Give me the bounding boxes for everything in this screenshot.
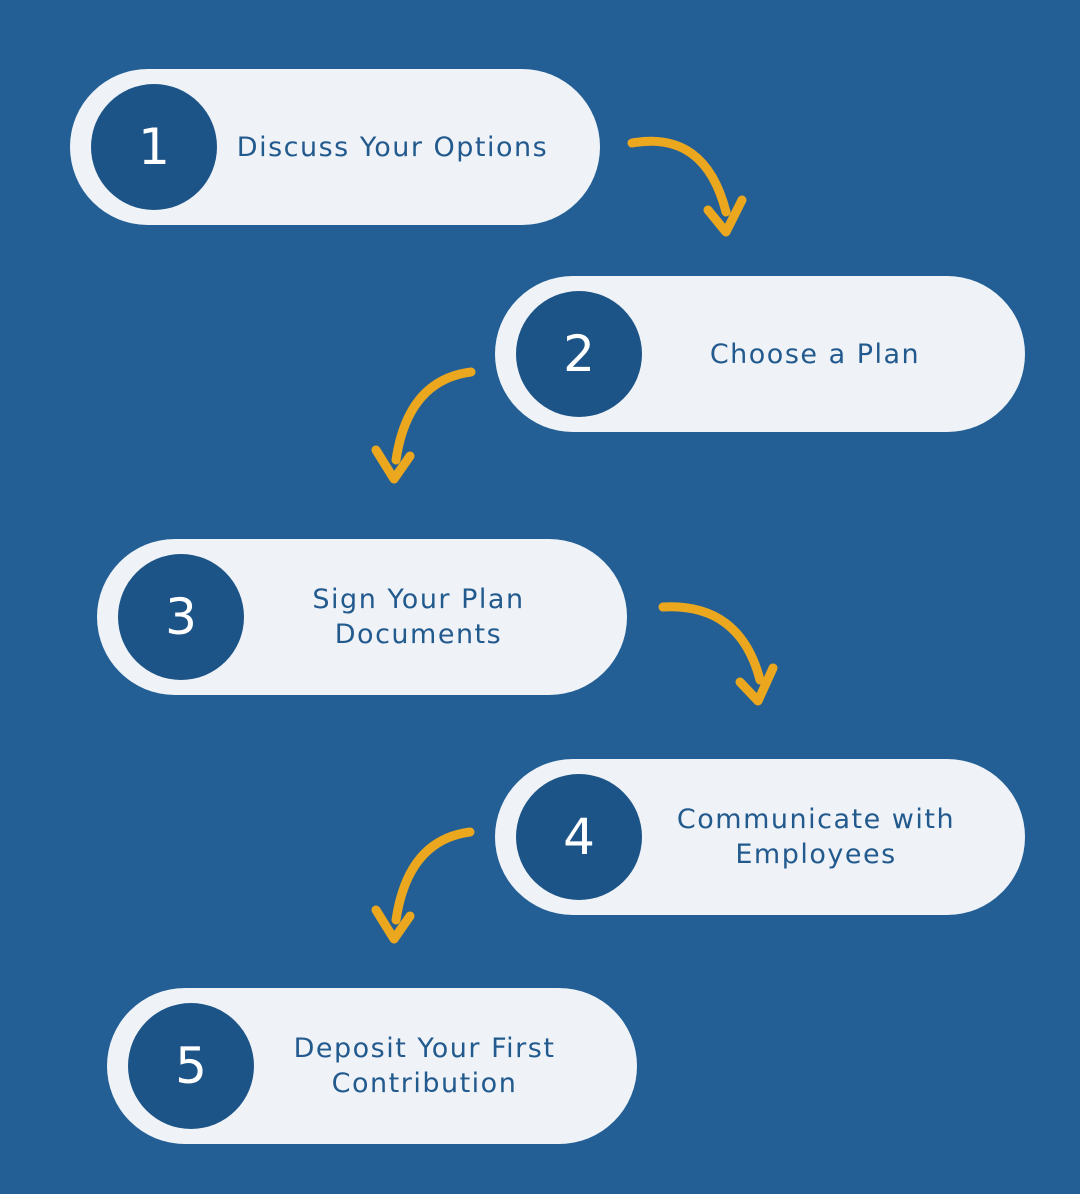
step-5-number-circle: 5 xyxy=(128,1003,254,1129)
step-5-number: 5 xyxy=(175,1037,207,1095)
step-2-number: 2 xyxy=(563,325,595,383)
arrow-2-to-3 xyxy=(371,367,476,484)
step-3-number: 3 xyxy=(165,588,197,646)
step-3-number-circle: 3 xyxy=(118,554,244,680)
arrow-1-to-2 xyxy=(627,136,747,237)
step-1-number-circle: 1 xyxy=(91,84,217,210)
arrow-4-to-5 xyxy=(371,827,475,944)
step-1-label: Discuss Your Options xyxy=(236,131,549,163)
step-2-label: Choose a Plan xyxy=(709,338,921,370)
step-4-number: 4 xyxy=(563,808,595,866)
step-1-number: 1 xyxy=(138,118,170,176)
step-1-card: 1 Discuss Your Options xyxy=(70,69,600,225)
step-2-card: 2 Choose a Plan xyxy=(495,276,1025,432)
step-4-number-circle: 4 xyxy=(516,774,642,900)
step-2-number-circle: 2 xyxy=(516,291,642,417)
arrow-3-to-4 xyxy=(658,602,778,706)
